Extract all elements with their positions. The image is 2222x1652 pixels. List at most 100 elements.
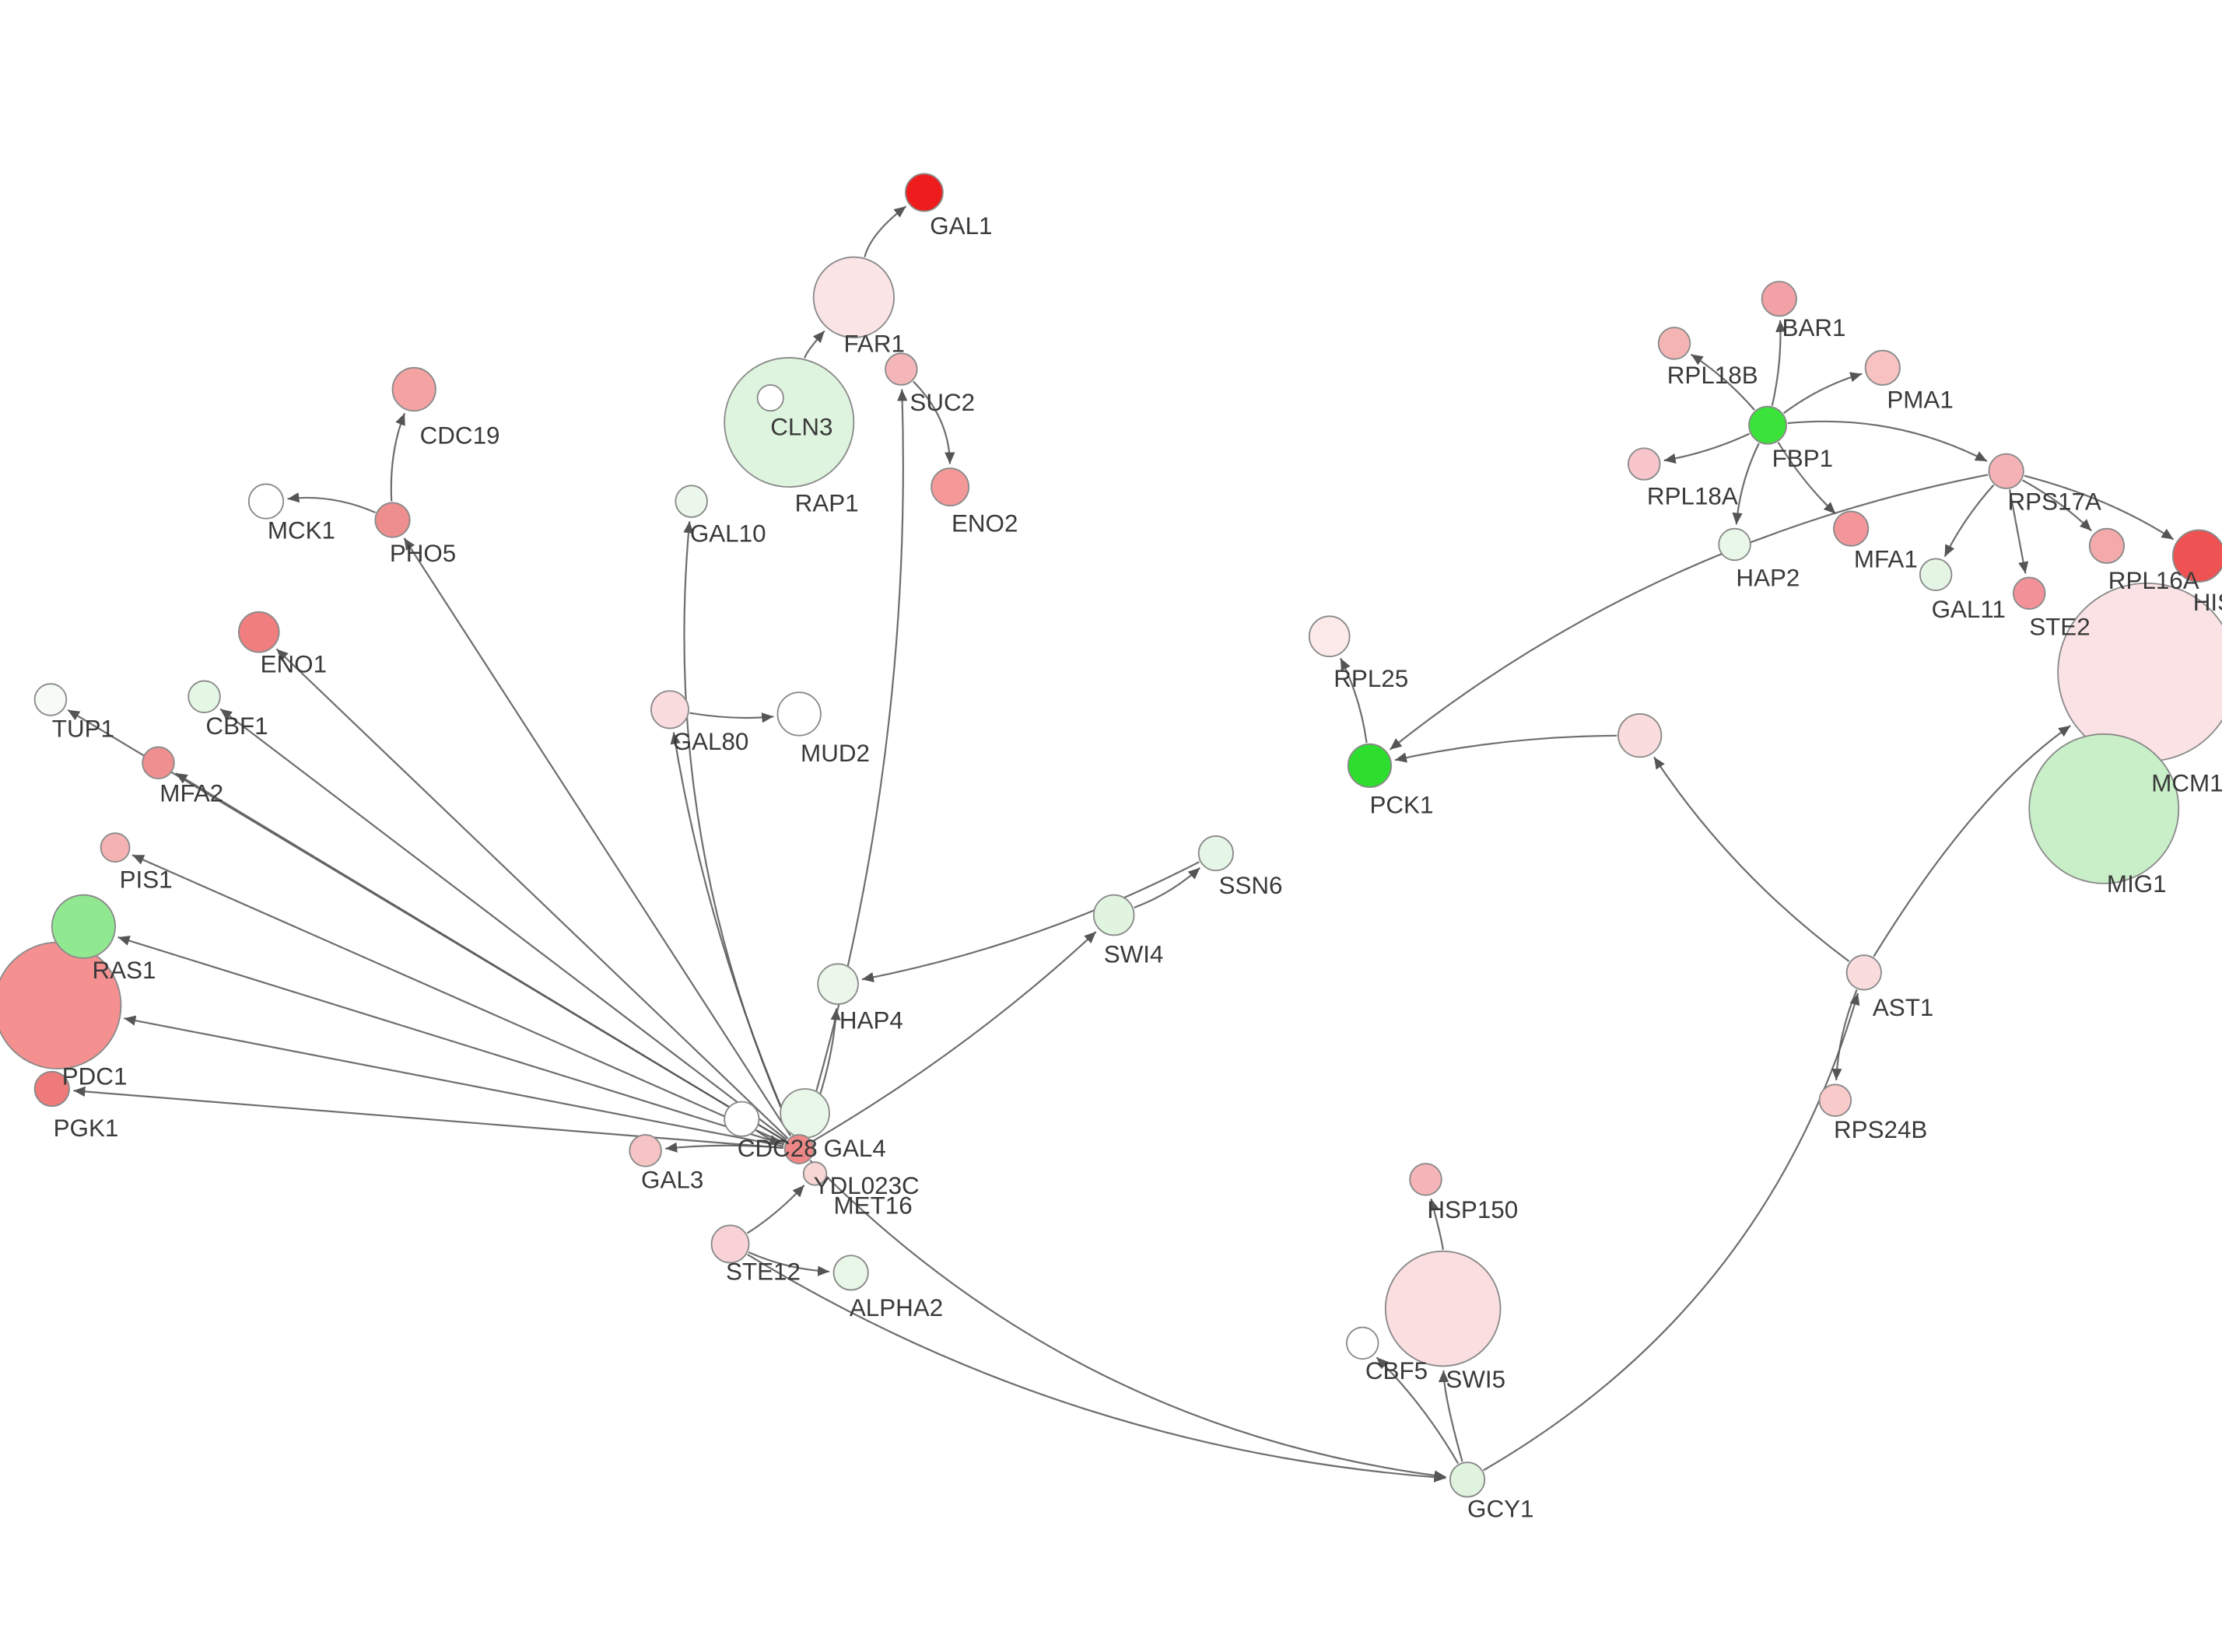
edge-GAL4-SWI4[interactable] [812, 931, 1097, 1143]
edge-SWI4-SSN6[interactable] [1134, 866, 1201, 908]
node-MFA1[interactable] [1833, 510, 1870, 547]
edge-FBP1-RPL18B[interactable] [1691, 353, 1755, 411]
node-TUP1[interactable] [33, 683, 68, 716]
node-CDC28[interactable] [724, 1101, 760, 1137]
edge-GAL4-MFA2[interactable] [175, 772, 787, 1142]
node-STE2[interactable] [2012, 576, 2046, 611]
edge-STE12-ALPHA2[interactable] [748, 1251, 830, 1276]
edge-GAL4-PDC1[interactable] [124, 1015, 784, 1147]
node-STE12[interactable] [710, 1224, 750, 1264]
node-GAL80[interactable] [650, 690, 689, 730]
edge-FBP1-RPL18A[interactable] [1663, 432, 1751, 464]
edge-UNK-PCK1[interactable] [1394, 734, 1617, 763]
edge-GAL4-GAL10[interactable] [683, 521, 794, 1136]
edge-AST1-RPS24B[interactable] [1831, 989, 1858, 1080]
edge-SSN6-HAP4[interactable] [861, 861, 1200, 982]
node-YDL023C[interactable] [780, 1088, 830, 1139]
edge-CDC28-GAL4[interactable] [755, 1129, 782, 1146]
node-MFA2[interactable] [142, 746, 175, 779]
node-UNK[interactable] [1617, 713, 1663, 758]
node-CBF5[interactable] [1345, 1326, 1379, 1360]
edge-FBP1-PMA1[interactable] [1783, 372, 1863, 415]
node-MET16[interactable] [802, 1161, 828, 1186]
node-BAR1[interactable] [1761, 281, 1797, 317]
node-RAP1[interactable] [756, 384, 784, 412]
edge-AST1-UNK[interactable] [1653, 756, 1850, 962]
node-ENO2[interactable] [931, 467, 970, 507]
edge-SUC2-ENO2[interactable] [913, 380, 955, 464]
edge-GAL4-PHO5[interactable] [403, 537, 792, 1137]
edge-FBP1-BAR1[interactable] [1771, 320, 1786, 406]
node-SWI4[interactable] [1092, 894, 1135, 936]
node-SWI5[interactable] [1384, 1250, 1502, 1367]
node-SUC2[interactable] [885, 352, 918, 386]
edge-FBP1-RPS17A[interactable] [1787, 420, 1988, 463]
node-CDC19[interactable] [391, 366, 436, 412]
edge-FAR1-GAL1[interactable] [864, 205, 907, 257]
edge-PCK1-RPL25[interactable] [1339, 657, 1368, 744]
node-MIG1[interactable] [2028, 733, 2180, 884]
node-ALPHA2[interactable] [832, 1255, 869, 1291]
node-GAL4[interactable] [783, 1134, 815, 1164]
edge-STE12-GCY1[interactable] [747, 1254, 1446, 1482]
node-PGK1[interactable] [33, 1070, 70, 1108]
edge-GAL4-GAL3[interactable] [665, 1142, 783, 1153]
node-RPL18B[interactable] [1657, 327, 1691, 360]
edge-GAL80-MUD2[interactable] [689, 712, 774, 723]
node-RAS1[interactable] [51, 894, 116, 959]
node-HIS4[interactable] [2171, 529, 2222, 583]
node-MCK1[interactable] [247, 483, 285, 520]
node-RPS17A[interactable] [1988, 453, 2024, 489]
edge-SWI5-HSP150[interactable] [1428, 1198, 1444, 1250]
node-RPL18A[interactable] [1627, 447, 1661, 481]
node-FBP1[interactable] [1748, 405, 1787, 445]
node-GAL1[interactable] [904, 173, 944, 212]
edge-RPS17A-PCK1[interactable] [1389, 474, 1989, 751]
node-label-RPL18A: RPL18A [1647, 482, 1738, 509]
node-HAP2[interactable] [1718, 527, 1751, 562]
edge-RPS17A-GAL11[interactable] [1943, 484, 1995, 558]
node-ENO1[interactable] [237, 611, 280, 653]
node-GAL3[interactable] [629, 1134, 662, 1167]
node-MUD2[interactable] [776, 691, 822, 737]
edge-GAL4-RAS1[interactable] [117, 936, 785, 1146]
edge-GCY1-AST1[interactable] [1483, 992, 1860, 1472]
edge-RPS17A-HIS4[interactable] [2024, 474, 2175, 541]
edge-FBP1-MFA1[interactable] [1777, 442, 1836, 515]
node-SSN6[interactable] [1197, 835, 1234, 872]
edge-GAL4-GAL80[interactable] [670, 732, 794, 1136]
edge-GAL4-CBF1[interactable] [219, 708, 787, 1141]
edge-RPS17A-RPL16A[interactable] [2022, 479, 2092, 532]
node-GAL11[interactable] [1919, 558, 1953, 592]
edge-GAL4-PIS1[interactable] [131, 854, 786, 1144]
edge-FBP1-HAP2[interactable] [1732, 443, 1760, 525]
node-AST1[interactable] [1845, 954, 1882, 991]
node-HAP4[interactable] [817, 963, 859, 1005]
edge-GCY1-SWI5[interactable] [1438, 1370, 1463, 1462]
node-GAL10[interactable] [675, 485, 708, 518]
edge-GAL4-ENO1[interactable] [275, 648, 789, 1139]
node-RPL16A[interactable] [2088, 527, 2126, 564]
edge-GAL4-GCY1[interactable] [809, 1160, 1446, 1481]
node-PCK1[interactable] [1347, 743, 1393, 789]
node-PIS1[interactable] [100, 832, 131, 863]
node-CBF1[interactable] [188, 680, 221, 714]
node-RPL25[interactable] [1308, 615, 1351, 657]
node-CLN3[interactable] [724, 356, 855, 488]
node-PHO5[interactable] [374, 502, 411, 538]
node-FAR1[interactable] [812, 256, 895, 338]
edge-GCY1-CBF5[interactable] [1376, 1356, 1459, 1465]
edge-PHO5-CDC19[interactable] [390, 412, 406, 502]
edge-AST1-MCM1[interactable] [1873, 725, 2071, 957]
edge-CLN3-FAR1[interactable] [804, 330, 825, 359]
edge-GAL4-SUC2[interactable] [803, 389, 908, 1135]
edge-RPS17A-STE2[interactable] [2008, 489, 2029, 574]
node-HSP150[interactable] [1409, 1163, 1442, 1196]
node-PMA1[interactable] [1864, 349, 1901, 386]
edge-PHO5-MCK1[interactable] [287, 492, 376, 514]
node-RPS24B[interactable] [1818, 1083, 1852, 1118]
edge-GAL4-PGK1[interactable] [73, 1086, 783, 1150]
edge-STE12-MET16[interactable] [746, 1185, 805, 1234]
node-GCY1[interactable] [1449, 1461, 1486, 1498]
